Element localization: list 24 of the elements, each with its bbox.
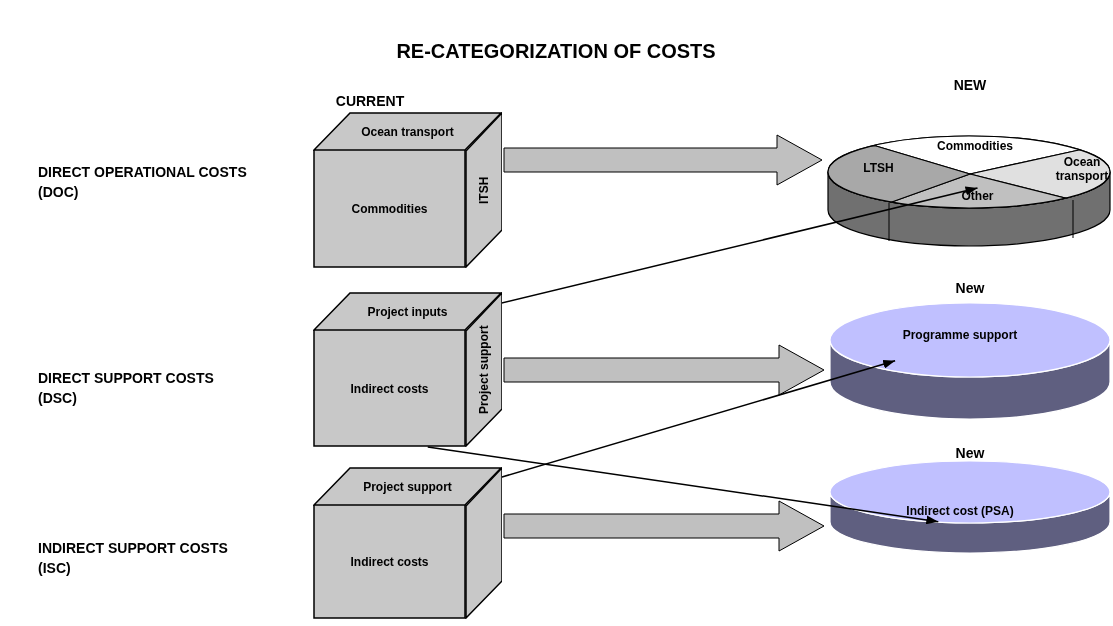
block-arrow	[503, 500, 825, 552]
cube-face: ITSH	[465, 112, 502, 268]
row-heading: INDIRECT SUPPORT COSTS (ISC)	[38, 539, 229, 578]
row-heading: DIRECT SUPPORT COSTS (DSC)	[38, 369, 215, 408]
block-arrow	[503, 344, 825, 396]
row-heading: DIRECT OPERATIONAL COSTS (DOC)	[38, 163, 248, 202]
cube-face	[465, 467, 502, 619]
cube-drawing	[313, 467, 502, 619]
pie-label: Programme support	[901, 327, 1019, 344]
title: RE-CATEGORIZATION OF COSTS	[395, 39, 717, 64]
cube-face: Ocean transport	[313, 112, 502, 151]
pie-heading: New	[954, 279, 986, 297]
slice-label: LTSH	[856, 160, 901, 176]
cube-drawing	[313, 292, 502, 447]
slice-label: Other	[955, 188, 1000, 204]
block-arrow	[503, 134, 823, 186]
arrow	[427, 446, 940, 525]
cube-face: Project support	[465, 292, 502, 447]
pie-heading: NEW	[952, 76, 988, 94]
pie-label: Indirect cost (PSA)	[905, 503, 1015, 520]
column-heading: CURRENT	[334, 92, 406, 110]
cube-face: Project support	[313, 467, 502, 506]
cube-drawing	[313, 112, 502, 268]
pie-heading: New	[954, 444, 986, 462]
